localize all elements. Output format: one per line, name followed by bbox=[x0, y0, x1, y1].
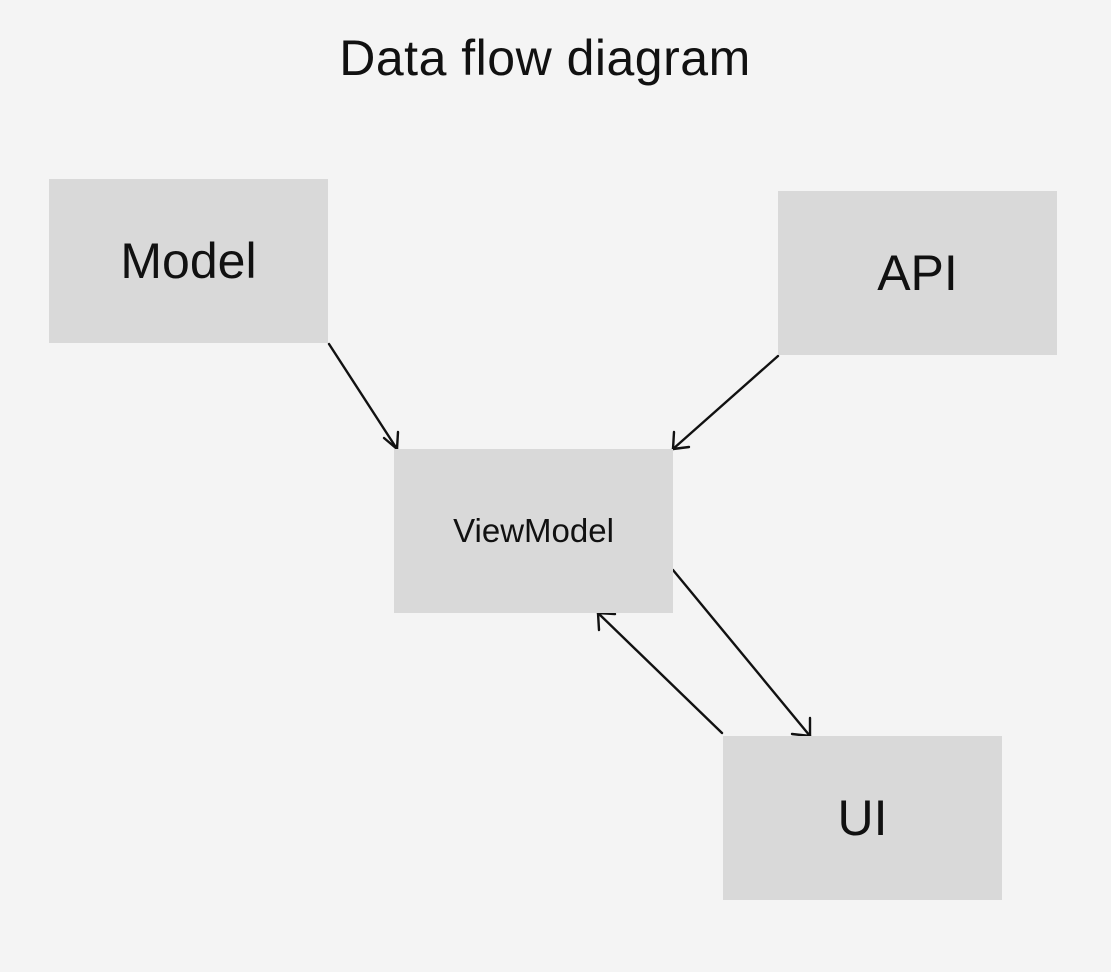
arrowhead-icon bbox=[596, 611, 617, 632]
edge-line bbox=[327, 342, 399, 451]
edge-line bbox=[671, 354, 780, 451]
edge-viewmodel-to-ui bbox=[671, 568, 812, 738]
edge-line bbox=[671, 568, 812, 738]
diagram-title: Data flow diagram bbox=[339, 30, 751, 86]
node-label: UI bbox=[837, 790, 888, 846]
node-ui: UI bbox=[723, 736, 1002, 900]
edge-ui-to-viewmodel bbox=[596, 611, 724, 735]
node-viewmodel: ViewModel bbox=[394, 449, 673, 613]
node-api: API bbox=[778, 191, 1057, 355]
edge-model-to-viewmodel bbox=[327, 342, 400, 451]
node-label: Model bbox=[120, 233, 257, 289]
node-label: API bbox=[877, 245, 958, 301]
edge-line bbox=[596, 611, 724, 735]
node-label: ViewModel bbox=[453, 512, 614, 549]
arrowhead-icon bbox=[671, 430, 691, 451]
edge-api-to-viewmodel bbox=[671, 354, 780, 451]
node-model: Model bbox=[49, 179, 328, 343]
